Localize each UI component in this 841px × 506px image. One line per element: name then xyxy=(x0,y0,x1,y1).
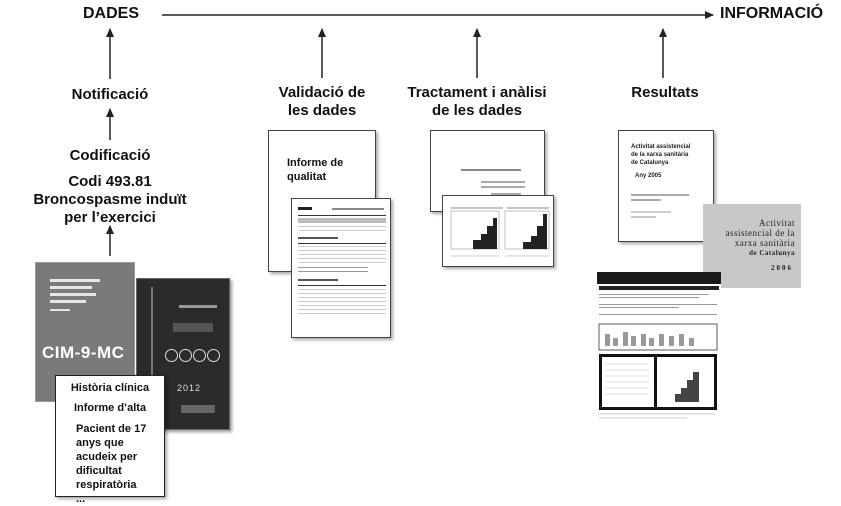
activity-cover-line4: de Catalunya xyxy=(749,249,795,257)
codificacio-title: Codificació xyxy=(69,147,151,164)
codificacio-desc-line1: Broncospasme induït xyxy=(33,191,187,208)
analysis-charts-page xyxy=(442,195,554,267)
activity-report-title: Activitat assistencial de la xarxa sanit… xyxy=(631,143,690,167)
clinical-history-document: Història clínica Informe d’alta Pacient … xyxy=(55,375,165,505)
cim-book-header xyxy=(50,277,110,317)
case-line: respiratòria xyxy=(76,479,137,491)
discharge-report-heading: Informe d’alta xyxy=(73,402,147,414)
case-line: anys que xyxy=(76,437,124,449)
results-newsletter-page xyxy=(597,272,721,422)
cmbd-logo xyxy=(165,349,221,363)
quality-report-title-line2: qualitat xyxy=(287,171,327,183)
step-notificacio: Notificació xyxy=(71,86,149,103)
codificacio-block: Codificació Codi 493.81 Broncospasme ind… xyxy=(30,147,190,227)
quality-report-table-page xyxy=(291,198,391,338)
step-validacio-line2: les dades xyxy=(287,102,357,119)
clinical-history-heading: Història clínica xyxy=(70,382,150,394)
case-line: acudeix per xyxy=(76,451,138,463)
flow-start-label: DADES xyxy=(83,5,140,22)
activity-cover-line2: assistencial de la xyxy=(725,228,795,238)
step-validacio-line1: Validació de xyxy=(278,84,366,101)
step-resultats: Resultats xyxy=(631,84,699,101)
activity-report-year: Any 2005 xyxy=(635,173,662,179)
activity-report-title-line2: de la xarxa sanitària xyxy=(631,152,689,158)
activity-report-page: Activitat assistencial de la xarxa sanit… xyxy=(618,130,714,242)
case-description: Pacient de 17 anys que acudeix per dific… xyxy=(76,422,164,506)
step-tractament-line2: de les dades xyxy=(431,102,523,119)
codificacio-code: Codi 493.81 xyxy=(68,173,152,190)
activity-cover-year: 2006 xyxy=(771,264,793,272)
step-tractament: Tractament i anàlisi de les dades xyxy=(392,84,562,120)
activity-report-title-line3: de Catalunya xyxy=(631,160,669,166)
codificacio-desc-line2: per l’exercici xyxy=(64,209,156,226)
quality-report-title: Informe de qualitat xyxy=(287,156,343,184)
results-mini-charts xyxy=(598,323,718,419)
step-validacio: Validació de les dades xyxy=(262,84,382,120)
activity-cover-line1: Activitat xyxy=(759,218,795,228)
catalan-gov-logo xyxy=(181,405,215,413)
step-tractament-line1: Tractament i anàlisi xyxy=(407,84,547,101)
activity-cover-title: Activitat assistencial de la xarxa sanit… xyxy=(703,218,795,258)
flow-end-label: INFORMACIÓ xyxy=(720,5,824,22)
analysis-mini-charts xyxy=(450,207,550,257)
case-line: dificultat xyxy=(76,465,122,477)
case-line: Pacient de 17 xyxy=(76,423,147,435)
cim-book-title: CIM-9-MC xyxy=(42,343,125,362)
quality-report-title-line1: Informe de xyxy=(287,157,344,169)
case-line: ... xyxy=(76,493,86,505)
coding-manual-year: 2012 xyxy=(177,383,202,393)
activity-cover-line3: xarxa sanitària xyxy=(734,238,795,248)
activity-report-title-line1: Activitat assistencial xyxy=(631,144,691,150)
